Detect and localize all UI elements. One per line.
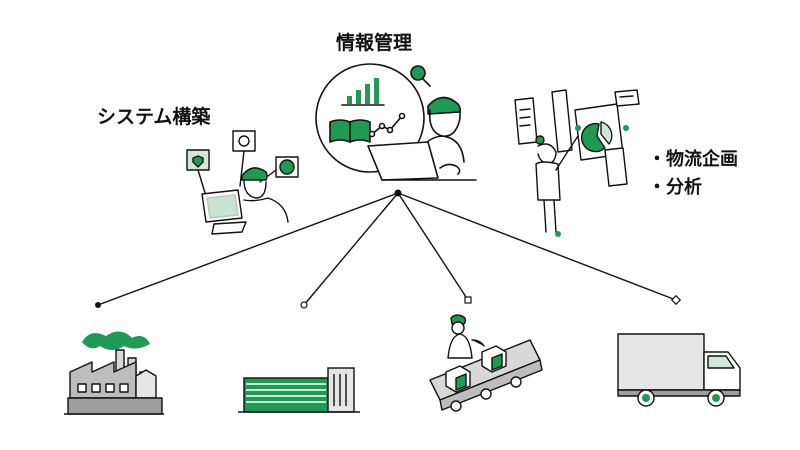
label-analysis: ・分析: [648, 177, 702, 198]
conveyor-worker-icon: [429, 314, 543, 412]
laptop-worker-icon: [315, 63, 477, 181]
endpoint-factory: [95, 302, 101, 308]
line-to-warehouse: [303, 192, 399, 306]
system-engineer-icon: [186, 130, 299, 235]
line-endpoints: [95, 189, 682, 309]
presenter-icon: [514, 89, 640, 237]
endpoint-conveyor: [464, 296, 472, 304]
factory-icon: [64, 331, 164, 415]
endpoint-truck: [670, 294, 682, 306]
line-to-conveyor: [397, 192, 469, 301]
endpoint-warehouse: [300, 301, 308, 309]
label-info-management: 情報管理: [336, 32, 413, 54]
connection-lines: [97, 192, 677, 306]
label-logistics-planning: ・物流企画: [648, 149, 738, 170]
truck-icon: [617, 333, 741, 407]
hub-node: [394, 189, 402, 197]
label-logistics-analysis: ・物流企画 ・分析: [648, 146, 738, 202]
line-to-factory: [97, 192, 399, 306]
label-system-building: システム構築: [97, 106, 211, 128]
line-to-truck: [397, 192, 677, 301]
warehouse-icon: [238, 367, 360, 413]
